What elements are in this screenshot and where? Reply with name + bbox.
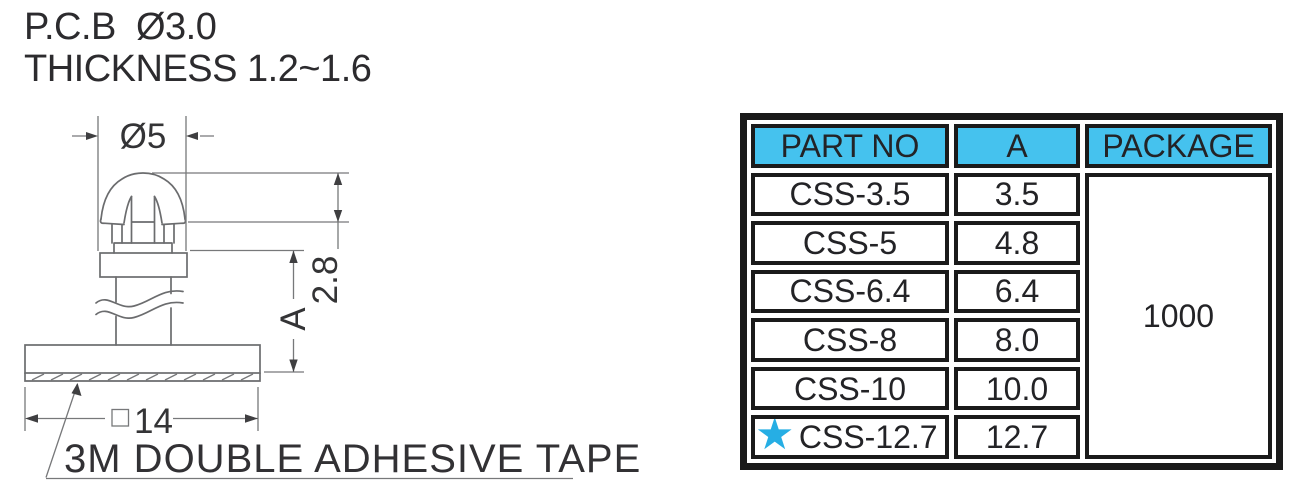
package-quantity-cell: 1000 [1085,172,1272,459]
pcb-thickness-note: THICKNESS 1.2~1.6 [24,48,372,90]
a-value-cell: 8.0 [954,318,1080,362]
adhesive-tape-strip [24,372,261,382]
col-header-part-no: PART NO [751,124,949,168]
part-no-cell: CSS-5 [751,221,949,265]
dimension-base-size: 14 [24,387,259,441]
body-height-label: A [274,307,313,331]
pcb-hole-note: P.C.B Ø3.0 [24,6,217,48]
col-header-package: PACKAGE [1085,124,1272,168]
dimension-body-height: A [190,249,313,373]
part-no-label: CSS-12.7 [798,419,938,456]
part-no-cell: CSS-10 [751,366,949,411]
col-header-a: A [954,124,1080,168]
a-value-cell: 12.7 [954,415,1080,459]
part-no-cell-starred: ★ CSS-12.7 [751,415,949,459]
technical-drawing: Ø5 2.8 A 14 [24,116,641,481]
part-no-cell: CSS-6.4 [751,269,949,314]
part-no-cell: CSS-3.5 [751,172,949,217]
a-value-cell: 6.4 [954,269,1080,314]
dimension-head-diameter: Ø5 [72,116,214,251]
dimension-snap-height: 2.8 [152,172,349,305]
parts-table: PART NO A PACKAGE 1000 CSS-3.5 3.5 CSS-5… [740,113,1283,470]
a-value-cell: 10.0 [954,366,1080,411]
a-value-cell: 3.5 [954,172,1080,217]
tape-callout: 3M DOUBLE ADHESIVE TAPE [45,383,641,481]
spacer-part-outline [24,172,261,382]
tape-note-label: 3M DOUBLE ADHESIVE TAPE [64,437,641,481]
snap-height-label: 2.8 [306,256,345,305]
star-icon: ★ [755,415,795,459]
a-value-cell: 4.8 [954,221,1080,265]
head-diameter-label: Ø5 [120,117,167,156]
part-no-cell: CSS-8 [751,318,949,362]
base-size-label: 14 [134,402,173,441]
square-symbol [111,408,130,427]
